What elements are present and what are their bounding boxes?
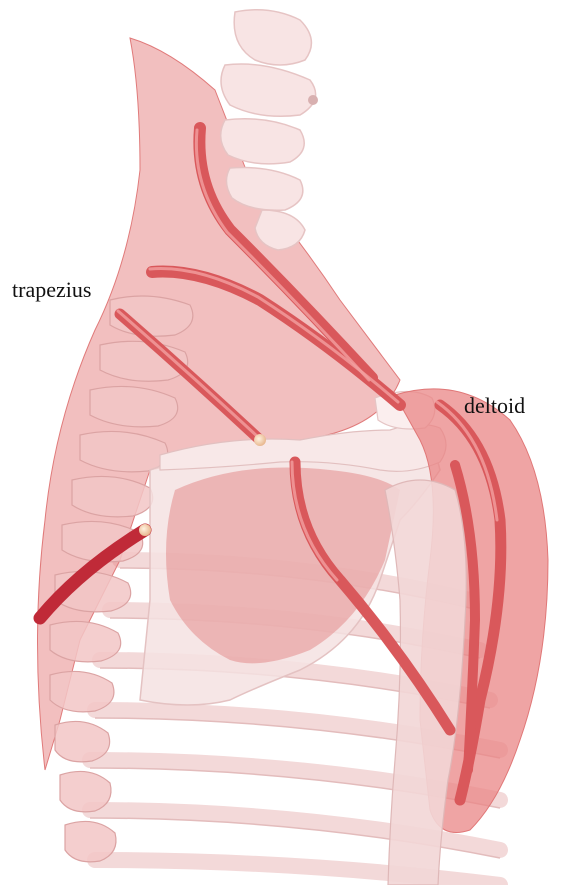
joint-marker xyxy=(254,434,266,446)
trapezius-label: trapezius xyxy=(12,277,91,303)
deltoid-label: deltoid xyxy=(464,393,525,419)
joint-marker xyxy=(139,524,151,536)
